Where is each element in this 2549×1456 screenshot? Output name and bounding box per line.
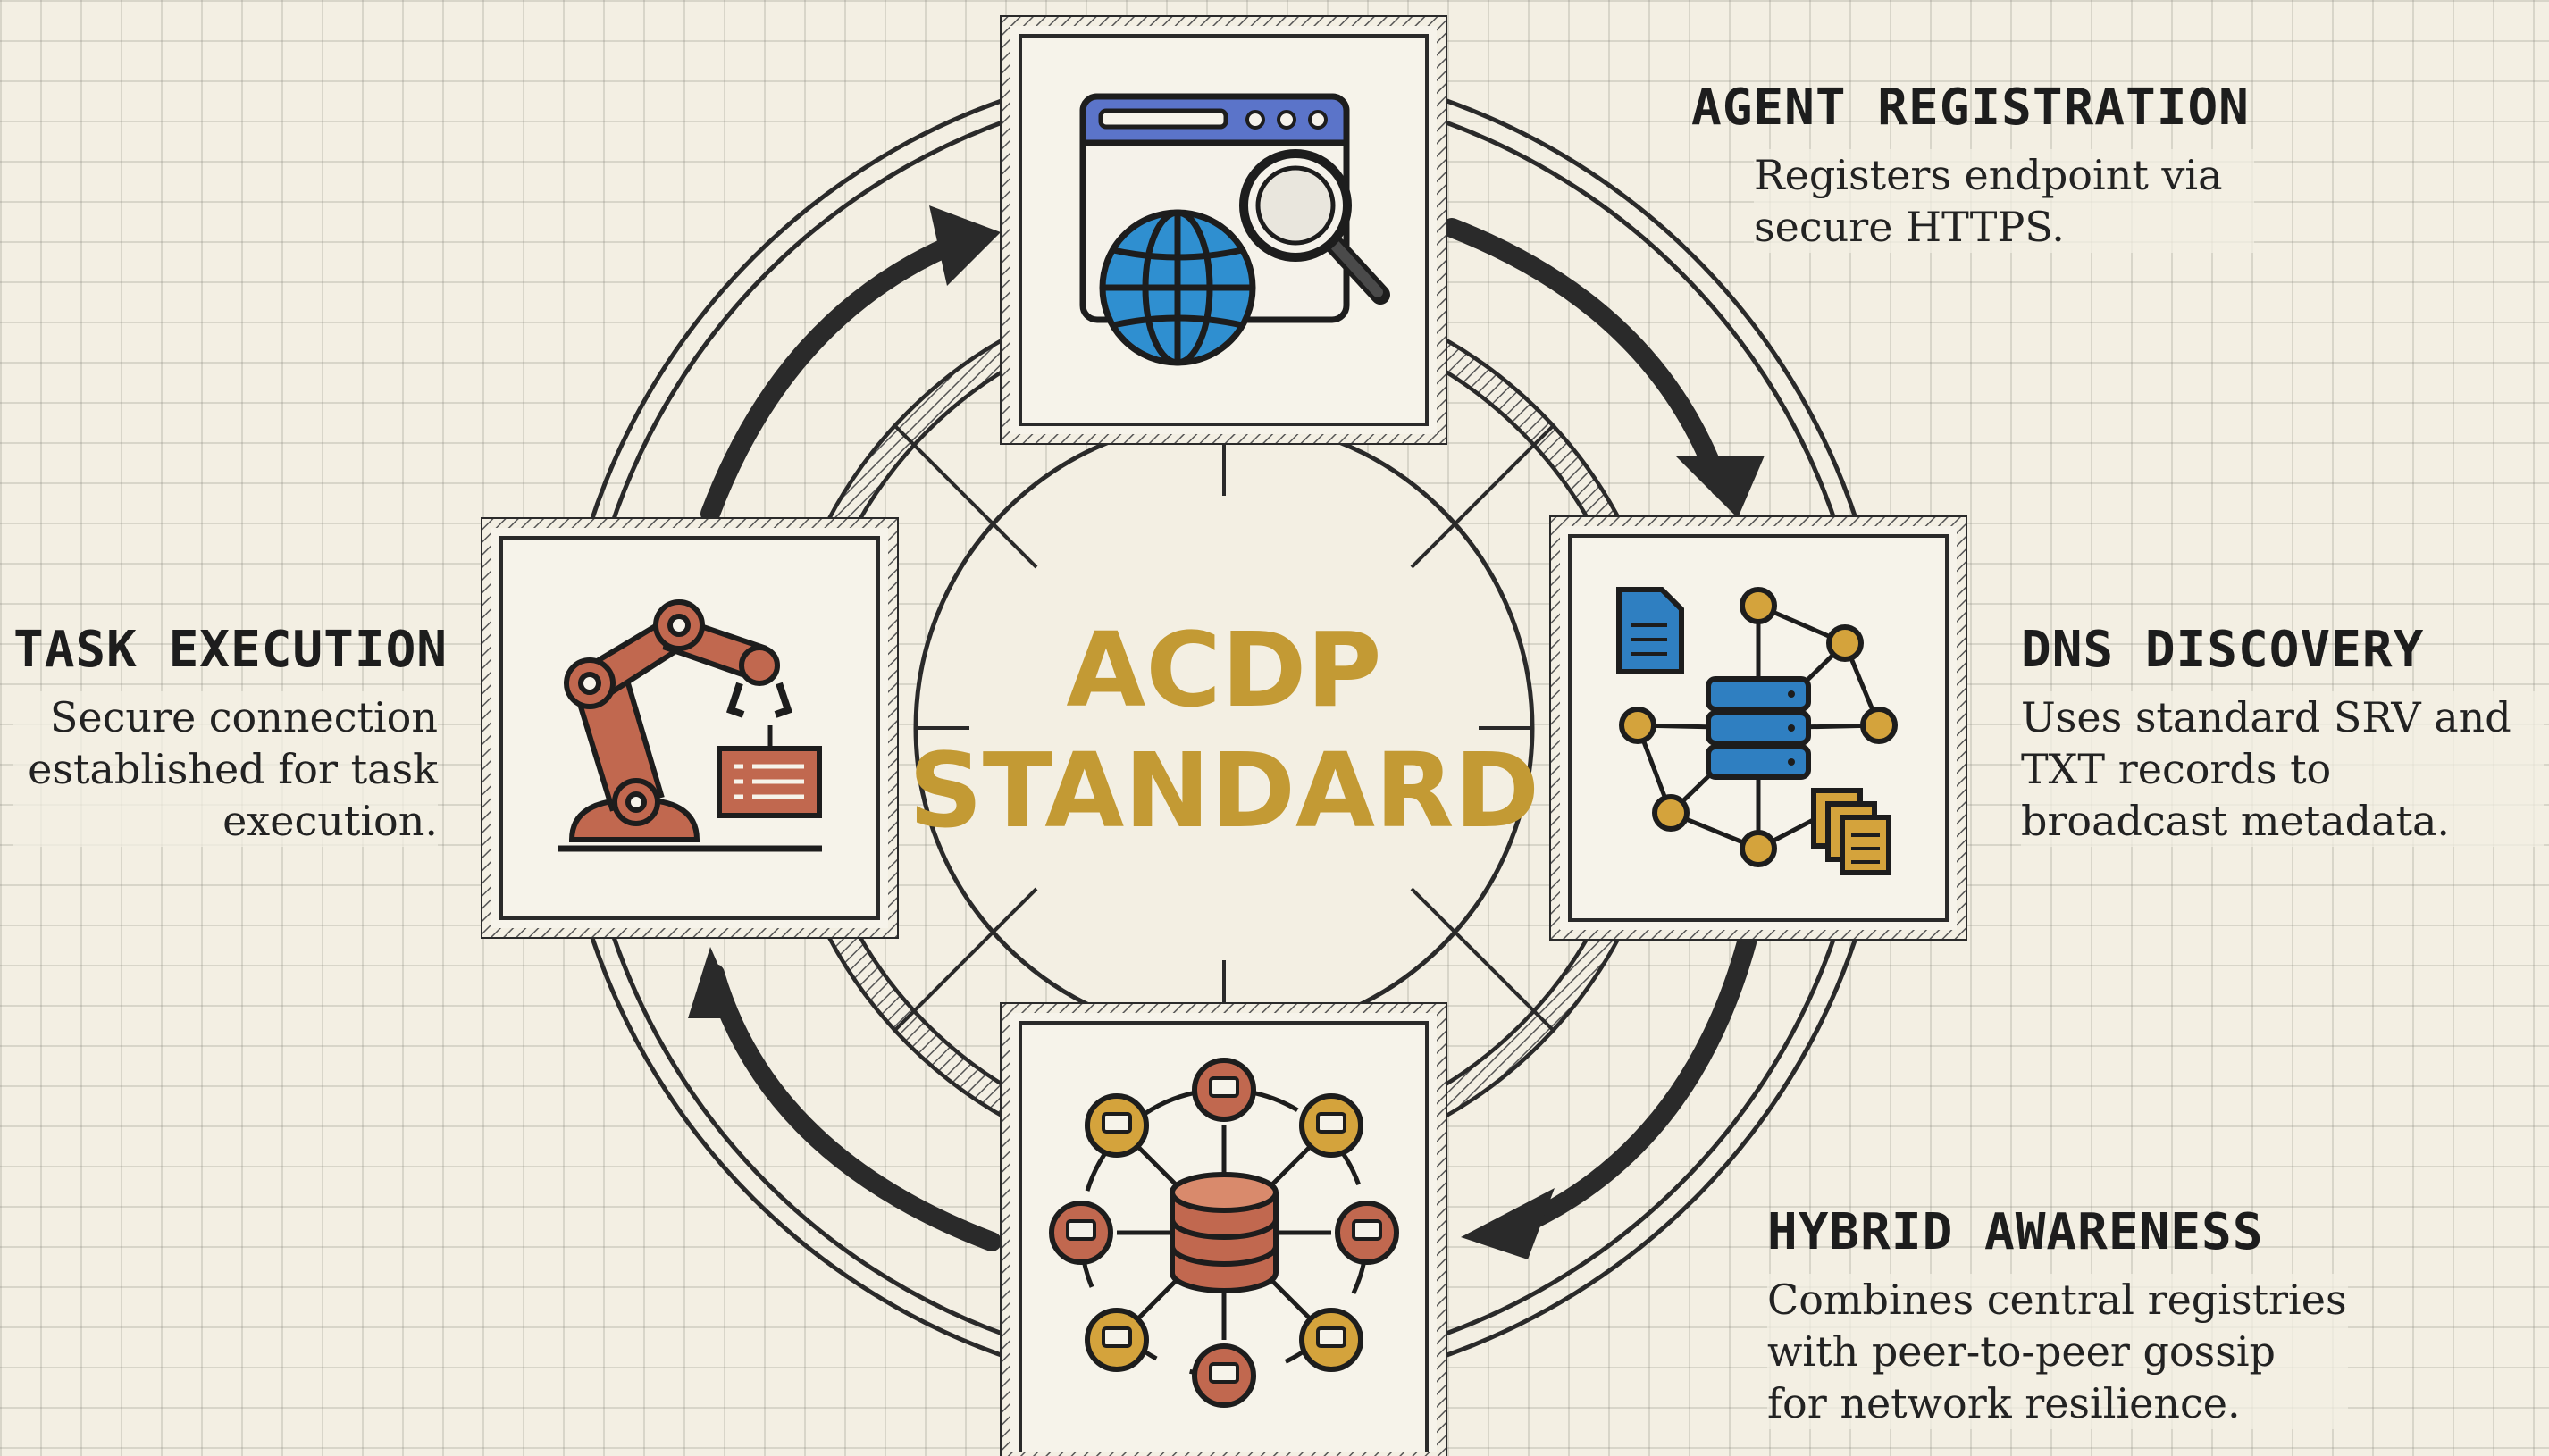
task-execution-description: Secure connection established for task e… (13, 691, 438, 847)
task-execution-title: TASK EXECUTION (13, 621, 449, 679)
center-title-line1: ACDP (1066, 611, 1381, 731)
center-title-line2: STANDARD (909, 732, 1539, 851)
label-agent-registration: AGENT REGISTRATION Registers endpoint vi… (1691, 79, 2317, 253)
agent-registration-description: Registers endpoint via secure HTTPS. (1754, 149, 2254, 253)
label-hybrid-awareness: HYBRID AWARENESS Combines central regist… (1767, 1203, 2393, 1429)
dns-discovery-title: DNS DISCOVERY (2021, 621, 2425, 679)
arrowhead-to-dns (1675, 456, 1765, 518)
node-box-left (481, 517, 899, 939)
hybrid-awareness-description: Combines central registries with peer-to… (1767, 1274, 2348, 1429)
arrowhead-to-task (688, 947, 742, 1018)
arrowheads (688, 205, 1765, 1259)
hybrid-awareness-title: HYBRID AWARENESS (1767, 1203, 2264, 1261)
peer-network-database-icon (1049, 1058, 1399, 1408)
dns-discovery-description: Uses standard SRV and TXT records to bro… (2021, 691, 2544, 847)
agent-registration-title: AGENT REGISTRATION (1691, 79, 2250, 137)
dns-server-network-icon (1616, 587, 1898, 875)
cycle-arrows (700, 218, 1757, 1251)
browser-globe-search-icon (1079, 93, 1390, 366)
node-box-top (1000, 15, 1447, 445)
arrowhead-to-hybrid (1461, 1188, 1555, 1259)
label-task-execution: TASK EXECUTION Secure connection establi… (13, 621, 449, 847)
robot-arm-icon (558, 599, 822, 852)
radial-ticks (892, 420, 1556, 1036)
arrowhead-to-registration (929, 205, 1001, 286)
label-dns-discovery: DNS DISCOVERY Uses standard SRV and TXT … (2021, 621, 2544, 847)
